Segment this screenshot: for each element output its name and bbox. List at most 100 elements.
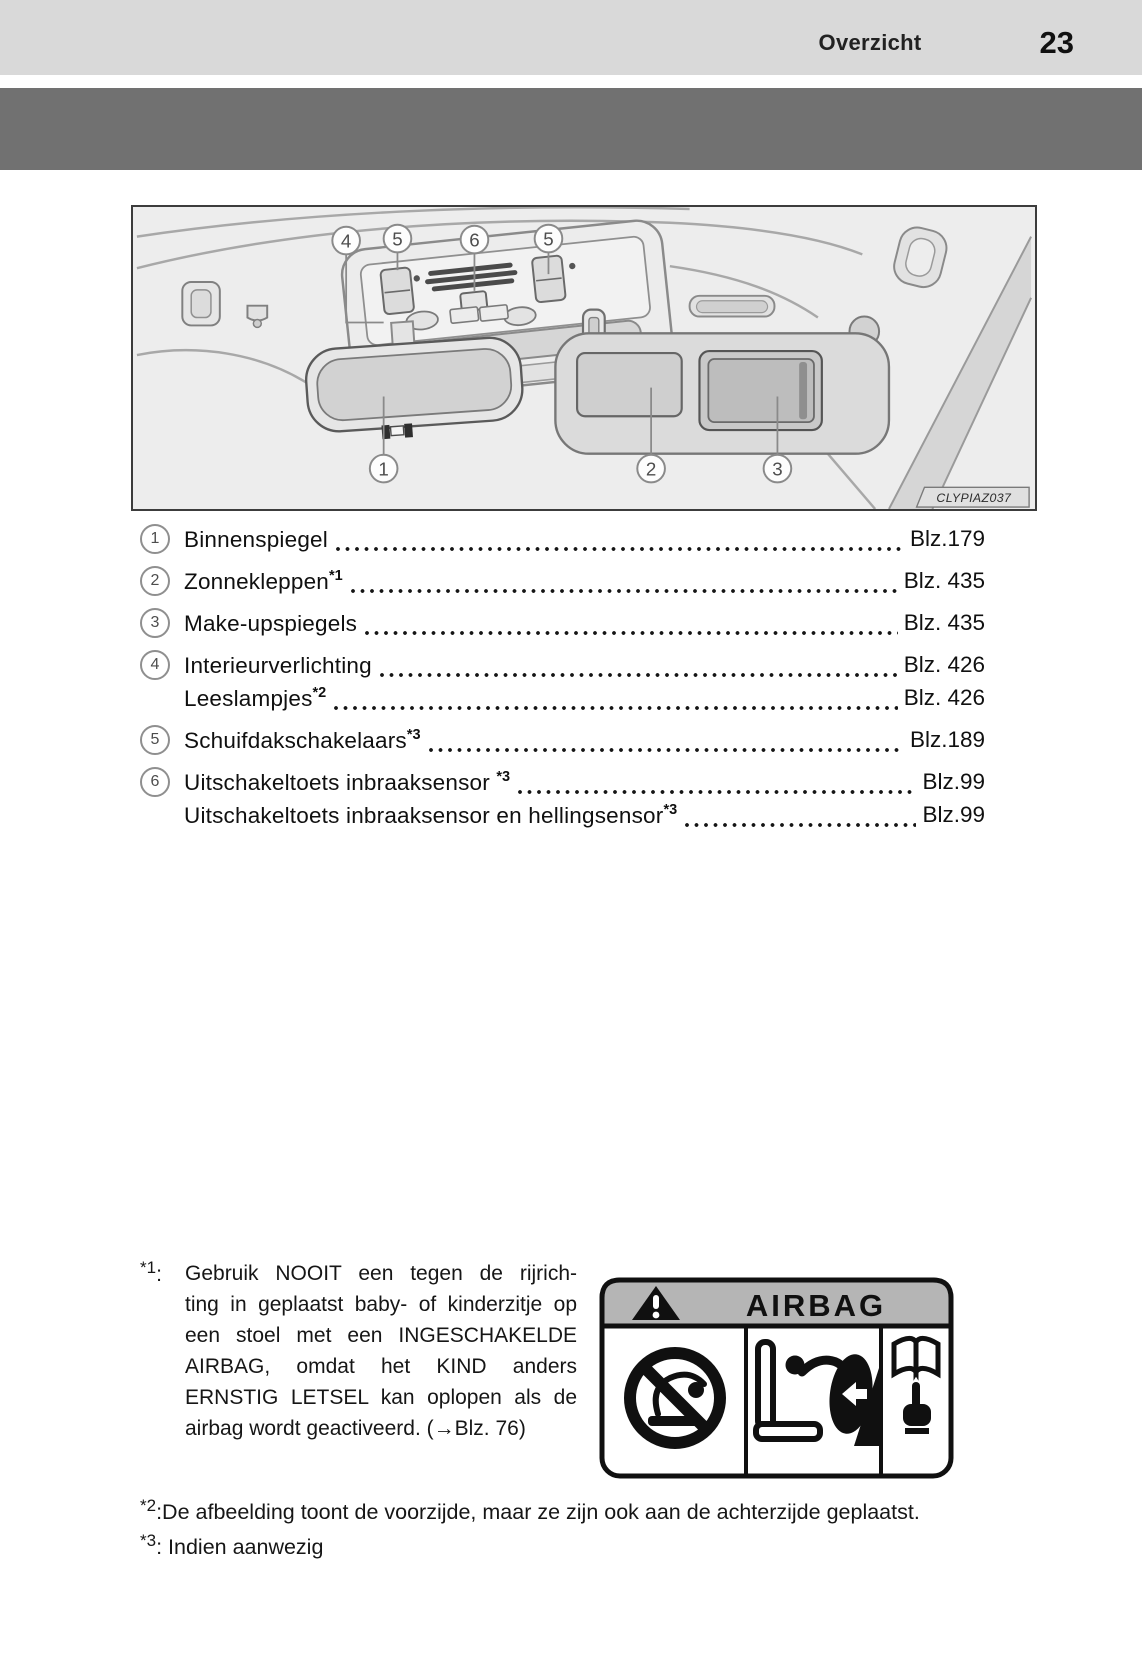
list-item: 6 Uitschakeltoets inbraaksensor *3 Blz.9… (140, 761, 985, 803)
list-item-continuation: Leeslampjes*2 Blz. 426 (140, 677, 985, 719)
sunroof-switch-right (531, 254, 567, 304)
callout-markers: 4 5 6 5 1 2 3 (331, 223, 793, 484)
read-manual-icon (891, 1336, 941, 1434)
item-number-badge: 6 (140, 767, 170, 797)
footnote-3-marker: *3 (140, 1531, 157, 1550)
item-label: Schuifdakschakelaars*3 (184, 726, 421, 753)
interior-overview-figure: 4 5 6 5 1 2 3 CLYPIAZ037 (131, 205, 1037, 511)
airbag-deployment-icon (753, 1339, 879, 1446)
item-number-badge: 3 (140, 608, 170, 638)
item-number-badge: 4 (140, 650, 170, 680)
page-header: Overzicht 23 (0, 0, 1142, 75)
dot-leader (334, 706, 898, 710)
console-button-a (449, 306, 480, 324)
svg-text:6: 6 (469, 229, 479, 250)
callout-4: 4 (331, 225, 361, 256)
item-label: Uitschakeltoets inbraaksensor *3 (184, 768, 511, 795)
headliner-lines (136, 207, 877, 509)
warning-triangle-icon (632, 1286, 680, 1320)
list-item: 2 Zonnekleppen*1 Blz. 435 (140, 560, 985, 602)
no-rearfacing-childseat-icon (624, 1347, 726, 1449)
right-grab-handle (893, 226, 948, 289)
footnote-3-text: : Indien aanwezig (156, 1535, 324, 1559)
dot-leader (428, 748, 904, 752)
footnote-2: *2:De afbeelding toont de voorzijde, maa… (140, 1496, 920, 1525)
interior-overview-drawing: 4 5 6 5 1 2 3 CLYPIAZ037 (136, 207, 1032, 509)
page-reference: Blz. 435 (903, 568, 985, 593)
page-reference: Blz.99 (922, 769, 985, 794)
item-label: Binnenspiegel (184, 526, 328, 552)
ceiling-lamp (688, 294, 776, 318)
list-item-continuation: Uitschakeltoets inbraaksensor en helling… (140, 794, 985, 836)
callout-3: 3 (762, 453, 793, 484)
dot-leader (379, 673, 898, 677)
svg-text:5: 5 (392, 228, 402, 249)
callout-1: 1 (368, 453, 399, 484)
dot-leader (350, 589, 898, 593)
page-reference: Blz. 426 (903, 685, 985, 710)
item-label: Uitschakeltoets inbraaksensor en helling… (184, 801, 678, 828)
svg-text:3: 3 (772, 458, 782, 479)
page-reference: Blz.189 (909, 727, 985, 752)
airbag-label-drawing: AIRBAG (599, 1277, 954, 1479)
item-label: Zonnekleppen*1 (184, 567, 343, 594)
vanity-mirror-left (576, 351, 683, 418)
page-reference: Blz. 435 (903, 610, 985, 635)
airbag-title: AIRBAG (746, 1288, 886, 1323)
callout-5a: 5 (382, 223, 413, 254)
dot-leader (365, 631, 898, 635)
list-item: 4 Interieurverlichting Blz. 426 (140, 644, 985, 686)
callout-6: 6 (459, 224, 490, 255)
svg-text:2: 2 (646, 458, 656, 479)
vanity-mirror-right (698, 350, 823, 432)
footnote-ref: *2 (312, 684, 327, 701)
console-dot-right (569, 262, 576, 270)
page-number: 23 (1039, 24, 1074, 60)
item-number-badge: 5 (140, 725, 170, 755)
page-reference: Blz.179 (909, 526, 985, 551)
svg-text:5: 5 (543, 228, 553, 249)
footnote-1-marker: *1: (140, 1258, 162, 1286)
footnote-1-text: Gebruik NOOIT een tegen de rijrich- ting… (185, 1262, 577, 1440)
figure-code: CLYPIAZ037 (936, 491, 1012, 505)
callout-lines (345, 252, 779, 455)
dot-leader (518, 790, 917, 794)
callout-2: 2 (636, 453, 666, 484)
label-header-band (599, 1277, 954, 1329)
left-grab-handle (181, 281, 269, 329)
section-banner (0, 88, 1142, 170)
console-dot-left (413, 275, 420, 282)
airbag-warning-label: AIRBAG (598, 1276, 955, 1480)
item-label: Interieurverlichting (184, 652, 372, 678)
list-item: 3 Make-upspiegels Blz. 435 (140, 602, 985, 644)
sunroof-switch-left (379, 266, 415, 316)
page-reference: Blz.99 (922, 802, 985, 827)
footnote-ref: *3 (496, 768, 511, 785)
right-pillar (888, 236, 1032, 509)
item-number-badge: 2 (140, 566, 170, 596)
dot-leader (335, 547, 904, 551)
dot-leader (685, 823, 917, 827)
console-button-b (478, 304, 509, 322)
chapter-title: Overzicht (818, 29, 922, 55)
list-item: 5 Schuifdakschakelaars*3 Blz.189 (140, 719, 985, 761)
footnote-ref: *3 (663, 801, 678, 818)
index-list: 1 Binnenspiegel Blz.179 2 Zonnekleppen*1… (140, 518, 985, 836)
item-label: Leeslampjes*2 (184, 684, 327, 711)
footnote-1: *1: Gebruik NOOIT een tegen de rijrich- … (140, 1258, 580, 1444)
footnote-2-marker: *2 (140, 1496, 157, 1515)
rear-view-mirror (304, 320, 524, 440)
footnote-2-text: :De afbeelding toont de voorzijde, maar … (156, 1500, 920, 1524)
page-reference: Blz. 426 (903, 652, 985, 677)
footnote-ref: *3 (406, 726, 421, 743)
item-number-badge: 1 (140, 524, 170, 554)
list-item: 1 Binnenspiegel Blz.179 (140, 518, 985, 560)
footnote-3: *3: Indien aanwezig (140, 1531, 323, 1560)
console-vents (425, 262, 518, 292)
svg-text:1: 1 (378, 458, 388, 479)
footnote-ref: *1 (329, 567, 343, 584)
sun-visor (554, 308, 891, 455)
svg-text:4: 4 (341, 230, 351, 251)
item-label: Make-upspiegels (184, 610, 358, 636)
